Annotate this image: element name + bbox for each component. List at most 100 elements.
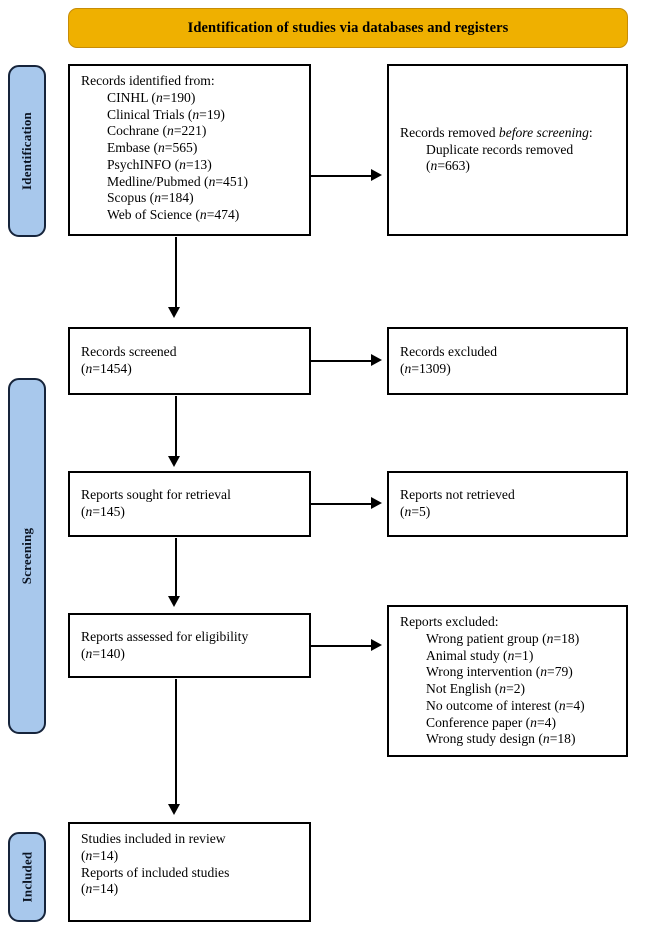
box-records-identified: Records identified from: CINHL (n=190) C… [68,64,311,236]
connector-sought-to-not-retrieved [311,503,373,505]
source-item-cinhl: CINHL (n=190) [107,89,196,105]
box-records-removed: Records removed before screening: Duplic… [387,64,628,236]
box-studies-included-label-2: Reports of included studies [81,864,230,880]
source-item-web-of-science: Web of Science (n=474) [107,207,240,223]
phase-tab-identification-label: Identification [19,112,35,190]
reason-count: 1 [522,647,529,663]
phase-tab-screening: Screening [8,378,46,734]
source-item-psychinfo: PsychINFO (n=13) [107,156,212,172]
arrow-down-icon [168,596,180,607]
exclusion-reason-no-outcome-of-interest: No outcome of interest (n=4) [426,697,585,713]
phase-tab-screening-label: Screening [19,527,35,585]
reason-label: No outcome of interest [426,697,551,713]
box-reports-assessed: Reports assessed for eligibility (n=140) [68,613,311,678]
count-value: 14 [100,847,114,863]
box-reports-excluded: Reports excluded: Wrong patient group (n… [387,605,628,757]
connector-assessed-to-included [175,679,177,806]
source-label: Cochrane [107,123,160,139]
arrow-down-icon [168,804,180,815]
connector-screened-to-sought [175,396,177,458]
source-item-clinical-trials: Clinical Trials (n=19) [107,106,225,122]
box-reports-sought: Reports sought for retrieval (n=145) [68,471,311,537]
diagram-title-banner: Identification of studies via databases … [68,8,628,48]
reason-label: Animal study [426,647,500,663]
count-value: 145 [100,504,121,519]
heading-post: : [588,124,593,140]
phase-tab-identification: Identification [8,65,46,237]
connector-screened-to-excluded [311,360,373,362]
count-value: 5 [419,504,426,519]
connector-identified-to-screened [175,237,177,309]
reason-label: Wrong intervention [426,664,533,680]
count-value: 1454 [100,361,128,376]
count-value: 1309 [419,361,447,376]
box-records-removed-count: (n=663) [426,158,470,174]
reason-label: Wrong study design [426,731,535,747]
arrow-right-icon [371,497,382,509]
connector-sought-to-assessed [175,538,177,598]
exclusion-reason-wrong-study-design: Wrong study design (n=18) [426,731,576,747]
count-value: 14 [100,881,114,897]
box-records-removed-detail: Duplicate records removed [426,141,574,157]
source-label: Embase [107,140,151,156]
box-reports-not-retrieved-count: (n=5) [400,504,431,519]
phase-tab-included: Included [8,832,46,922]
source-count: 474 [214,207,235,223]
source-label: Scopus [107,190,147,206]
exclusion-reason-animal-study: Animal study (n=1) [426,647,534,663]
reason-label: Conference paper [426,714,523,730]
exclusion-reason-wrong-intervention: Wrong intervention (n=79) [426,664,573,680]
box-studies-included-count-2: (n=14) [81,881,119,897]
box-reports-not-retrieved-label: Reports not retrieved [400,487,515,503]
box-records-removed-heading: Records removed before screening: [400,125,617,142]
box-studies-included-label-1: Studies included in review [81,831,226,846]
reason-label: Wrong patient group [426,630,539,646]
box-studies-included-count-1: (n=14) [81,847,119,863]
source-item-scopus: Scopus (n=184) [107,190,194,206]
arrow-right-icon [371,169,382,181]
source-label: Medline/Pubmed [107,173,201,189]
box-reports-assessed-count: (n=140) [81,645,125,661]
box-records-screened-label: Records screened [81,344,177,360]
source-count: 565 [172,140,193,156]
box-records-excluded-label: Records excluded [400,344,498,360]
arrow-right-icon [371,639,382,651]
source-count: 13 [193,156,208,172]
source-count: 184 [168,190,190,206]
box-reports-not-retrieved: Reports not retrieved (n=5) [387,471,628,537]
box-records-screened-count: (n=1454) [81,361,132,376]
exclusion-reason-not-english: Not English (n=2) [426,681,526,697]
reason-count: 4 [573,697,581,713]
arrow-down-icon [168,456,180,467]
box-reports-sought-count: (n=145) [81,504,125,519]
box-reports-excluded-heading: Reports excluded: [400,614,499,629]
count-value: 663 [445,158,466,174]
source-item-medline-pubmed: Medline/Pubmed (n=451) [107,173,248,189]
box-records-identified-heading: Records identified from: [81,73,215,88]
source-item-cochrane: Cochrane (n=221) [107,123,207,139]
connector-assessed-to-reports-excluded [311,645,373,647]
box-records-excluded-count: (n=1309) [400,361,451,376]
count-value: 140 [100,645,121,661]
reason-count: 18 [557,731,571,747]
source-count: 451 [223,173,244,189]
heading-pre: Records removed [400,124,499,140]
exclusion-reason-conference-paper: Conference paper (n=4) [426,714,556,730]
source-label: PsychINFO [107,156,172,172]
box-reports-sought-label: Reports sought for retrieval [81,487,231,503]
reason-count: 2 [513,681,521,697]
box-records-screened: Records screened (n=1454) [68,327,311,395]
arrow-down-icon [168,307,180,318]
phase-tab-included-label: Included [19,851,35,903]
source-count: 190 [170,89,191,105]
source-item-embase: Embase (n=565) [107,140,198,156]
source-count: 19 [206,106,221,122]
reason-count: 4 [544,714,552,730]
source-label: CINHL [107,89,149,105]
reason-count: 18 [561,630,575,646]
box-studies-included: Studies included in review (n=14) Report… [68,822,311,922]
connector-identified-to-removed [311,175,373,177]
box-records-excluded: Records excluded (n=1309) [387,327,628,395]
reason-label: Not English [426,681,492,697]
